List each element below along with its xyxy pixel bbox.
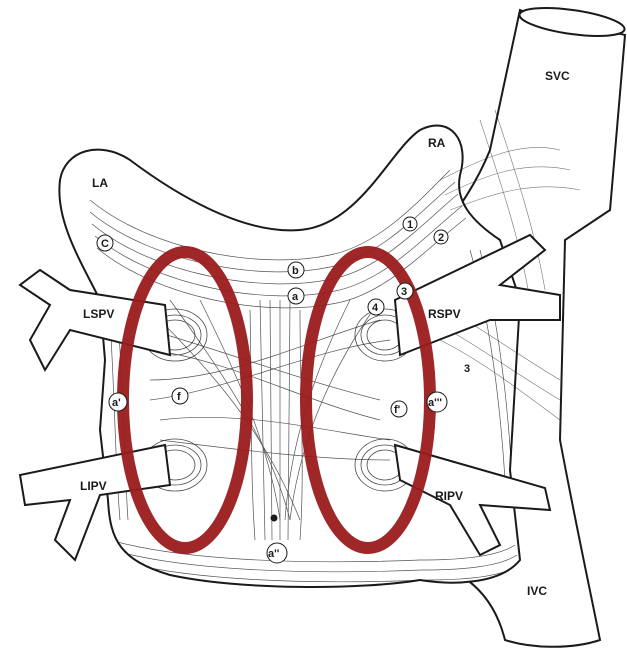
label-4: 4 [372, 302, 379, 314]
label-la: LA [92, 176, 108, 190]
label-a: a [292, 291, 299, 303]
label-ra: RA [428, 136, 446, 150]
label-rspv: RSPV [428, 307, 461, 321]
label-ivc: IVC [527, 584, 547, 598]
label-ripv: RIPV [435, 489, 463, 503]
label-lspv: LSPV [83, 307, 114, 321]
label-svc: SVC [545, 69, 570, 83]
label-1: 1 [407, 219, 413, 231]
label-c: C [101, 238, 109, 250]
center-dot [271, 515, 278, 522]
label-a-double-prime: a'' [268, 548, 280, 560]
label-lipv: LIPV [80, 479, 107, 493]
label-b: b [292, 265, 299, 277]
label-a-prime: a' [112, 397, 121, 409]
label-3-top: 3 [401, 286, 407, 298]
label-f-prime: f' [394, 404, 401, 416]
label-f: f [177, 391, 181, 403]
label-2: 2 [438, 232, 444, 244]
label-3-right: 3 [464, 363, 470, 375]
label-a-triple-prime: a''' [428, 397, 442, 409]
